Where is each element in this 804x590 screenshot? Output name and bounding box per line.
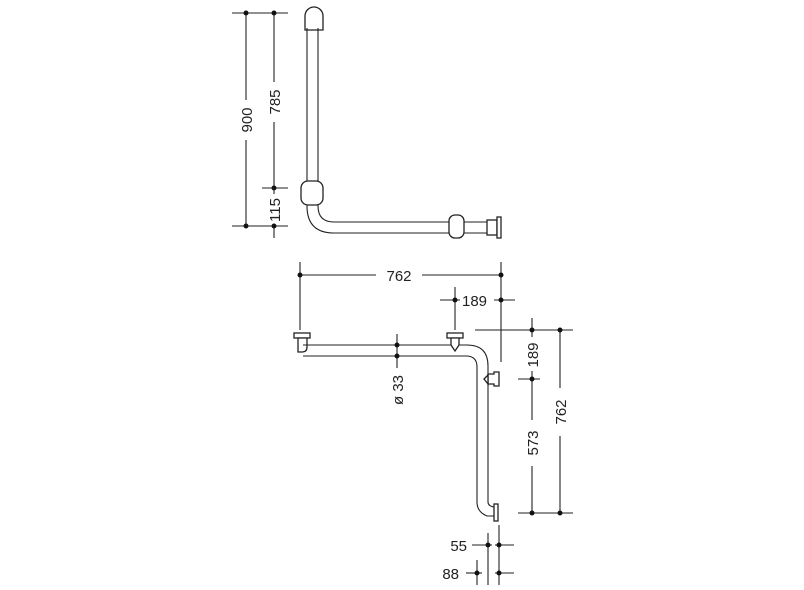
top-middle-flange-plate <box>446 332 464 339</box>
top-end-flange <box>493 503 499 522</box>
dim-55-label: 55 <box>450 538 467 555</box>
dim-762-horizontal: 762 <box>297 262 504 362</box>
dim-115: 115 <box>267 188 284 238</box>
side-tube-inner <box>317 28 490 223</box>
dim-88-label: 88 <box>442 566 459 583</box>
dim-785: 785 <box>262 10 288 191</box>
top-vertical-support-tip <box>483 373 489 386</box>
dim-762-h-label: 762 <box>386 268 411 285</box>
dim-diameter-label: ø 33 <box>390 375 407 405</box>
top-end-bend-outer <box>487 501 495 508</box>
top-left-flange-plate <box>293 332 311 339</box>
dim-189-horizontal: 189 <box>440 287 515 330</box>
dim-785-label: 785 <box>267 89 284 114</box>
side-view-grab-bar <box>300 6 502 239</box>
dim-189-vertical: 189 <box>518 318 542 392</box>
top-tube-outer <box>303 344 489 502</box>
dim-573: 573 <box>525 392 542 516</box>
dim-900: 900 <box>232 10 288 229</box>
side-end-cap-block <box>486 219 498 236</box>
top-tube-inner <box>303 355 478 502</box>
top-vertical-support <box>487 371 500 387</box>
dim-900-label: 900 <box>239 107 256 132</box>
dim-573-label: 573 <box>525 430 542 455</box>
top-view-grab-bar <box>293 332 500 522</box>
dim-55: 55 <box>450 525 514 585</box>
side-end-cap-plate <box>496 216 502 239</box>
dim-diameter: ø 33 <box>390 334 407 405</box>
dim-115-label: 115 <box>267 198 284 222</box>
dim-762-vertical: 762 <box>475 327 573 516</box>
top-left-flange-neck <box>297 337 308 353</box>
dim-189-h-label: 189 <box>462 293 487 310</box>
top-end-bend-inner <box>476 501 494 517</box>
dim-88: 88 <box>442 560 514 585</box>
top-middle-flange-neck <box>450 337 460 353</box>
side-vertical-support <box>300 180 324 206</box>
side-tube-outer <box>306 28 490 234</box>
top-view: 762 189 ø 33 762 <box>293 262 573 585</box>
side-view: 900 785 115 <box>232 6 502 239</box>
dim-189-v-label: 189 <box>525 342 542 367</box>
side-horizontal-support <box>448 214 465 239</box>
dim-762-v-label: 762 <box>553 399 570 424</box>
side-top-cap <box>304 6 324 31</box>
